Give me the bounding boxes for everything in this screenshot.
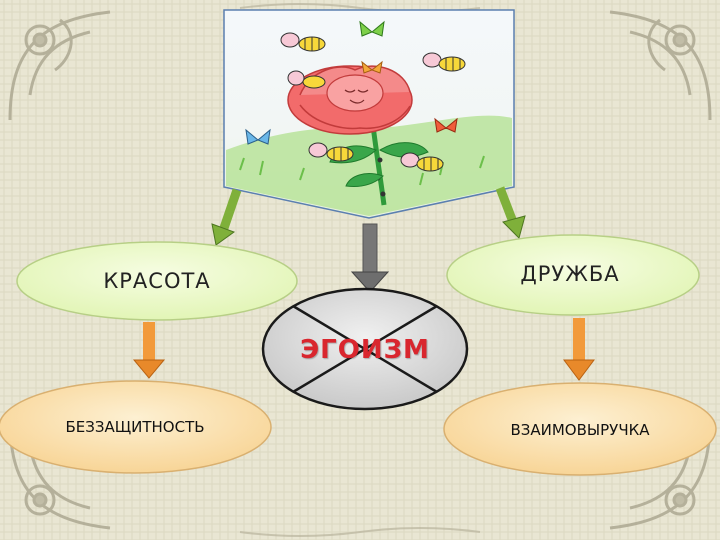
arrow-krasota-to-bezzashchitnost [132,322,166,379]
arrow-banner-to-druzhba [495,186,526,239]
arrow-banner-to-krasota [211,188,242,246]
node-krasota [16,241,298,321]
rose-drawing-banner [223,9,515,219]
arrow-banner-to-egoizm [350,223,390,293]
node-bezzashchitnost [0,380,272,474]
ornament-top-left [8,10,111,121]
node-druzhba [446,234,700,316]
label-egoizm: ЭГОИЗМ [300,335,430,365]
arrow-druzhba-to-vzaimovyruchka [563,318,595,381]
label-krasota: КРАСОТА [103,269,211,293]
label-bezzashchitnost: БЕЗЗАЩИТНОСТЬ [65,418,205,436]
node-vzaimovyruchka [443,382,717,476]
label-vzaimovyruchka: ВЗАИМОВЫРУЧКА [510,421,650,439]
ornament-top-right [609,10,712,121]
label-druzhba: ДРУЖБА [520,262,620,286]
node-egoizm [261,287,469,411]
ornament-bottom-border [239,527,481,537]
